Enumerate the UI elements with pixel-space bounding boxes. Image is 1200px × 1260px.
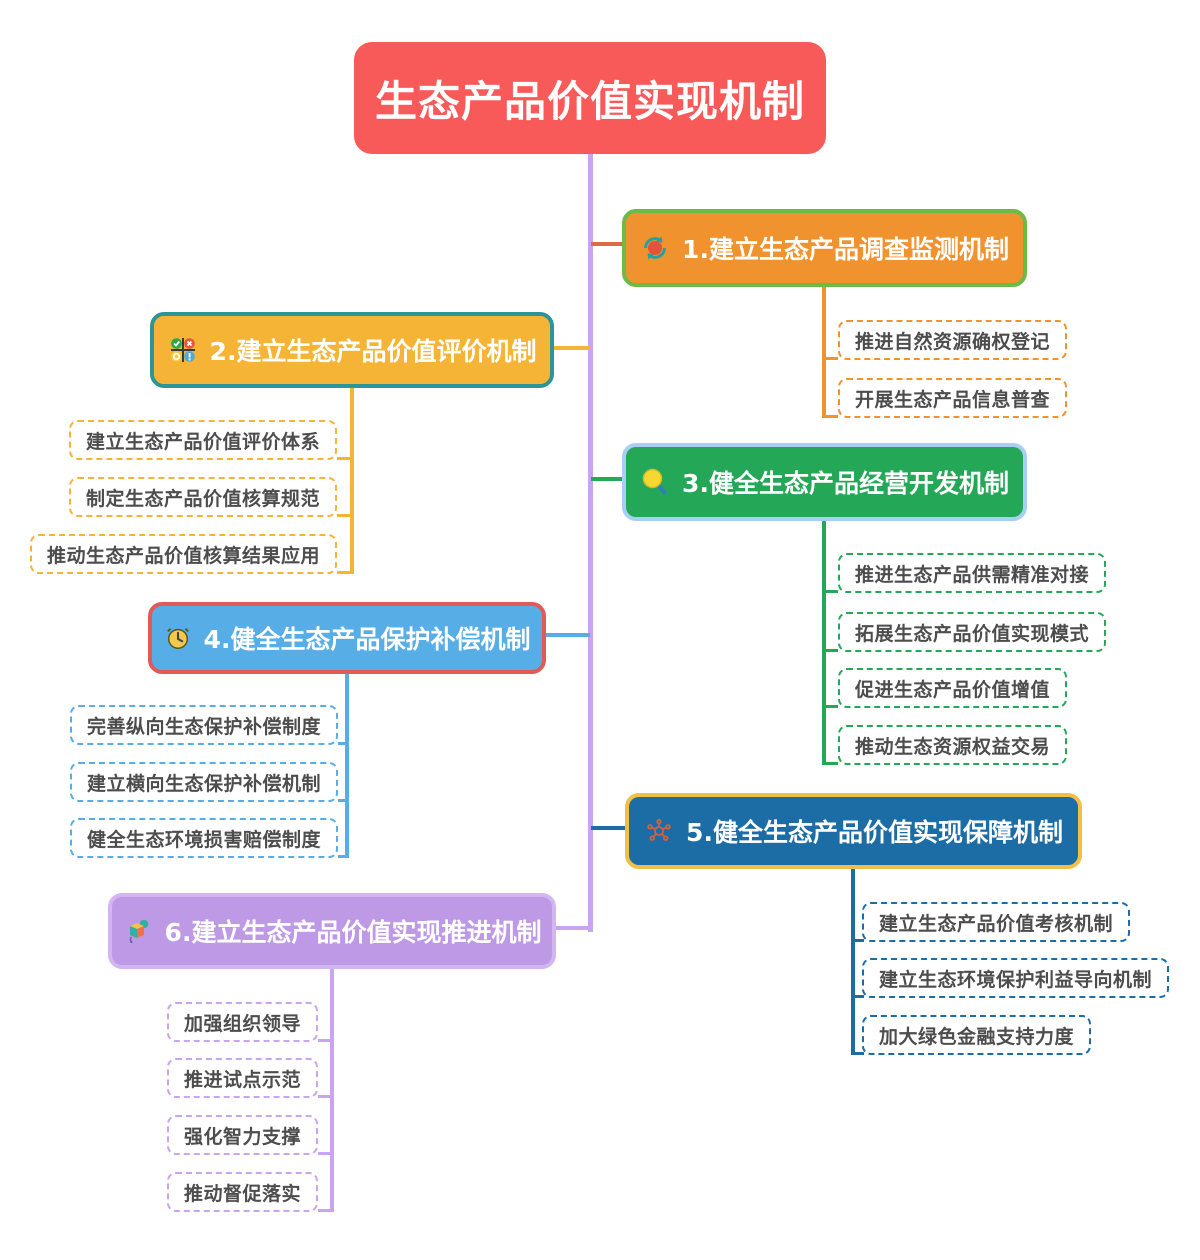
branch-node-2: 2.建立生态产品价值评价机制 <box>150 312 554 388</box>
root-topic-node: 生态产品价值实现机制 <box>354 42 826 154</box>
branch-node-1: 1.建立生态产品调查监测机制 <box>622 209 1027 287</box>
branch2-rail <box>350 387 354 574</box>
sub-connector <box>318 1039 332 1042</box>
sub-topic: 建立生态产品价值评价体系 <box>68 420 337 460</box>
sub-topic: 促进生态产品价值增值 <box>838 668 1068 708</box>
sub-connector <box>822 415 838 418</box>
branch2-connector <box>552 346 590 350</box>
branch3-connector <box>591 477 622 481</box>
sub-connector <box>822 762 838 765</box>
branch-title: 5.健全生态产品价值实现保障机制 <box>686 818 1063 847</box>
sub-connector <box>822 357 838 360</box>
sub-topic: 推进自然资源确权登记 <box>838 320 1068 360</box>
branch-title: 1.建立生态产品调查监测机制 <box>682 235 1009 264</box>
sub-topic: 推进生态产品供需精准对接 <box>838 553 1107 593</box>
quad-circles-icon <box>168 335 198 365</box>
sub-connector <box>822 705 838 708</box>
branch4-rail <box>345 673 349 858</box>
branch-node-4: 4.健全生态产品保护补偿机制 <box>148 602 546 674</box>
sub-topic: 强化智力支撑 <box>166 1115 318 1155</box>
sub-topic: 推动督促落实 <box>166 1172 318 1212</box>
sub-connector <box>318 1152 332 1155</box>
sub-connector <box>338 742 347 745</box>
root-topic-label: 生态产品价值实现机制 <box>374 76 805 126</box>
spine-line <box>588 154 593 932</box>
sub-topic: 健全生态环境损害赔偿制度 <box>69 818 338 858</box>
sub-connector <box>338 799 347 802</box>
sub-connector <box>822 649 838 652</box>
sub-topic: 建立横向生态保护补偿机制 <box>69 762 338 802</box>
sub-topic: 加强组织领导 <box>166 1002 318 1042</box>
branch5-rail <box>851 868 855 1055</box>
sub-topic: 建立生态产品价值考核机制 <box>862 902 1131 942</box>
sub-topic: 推动生态产品价值核算结果应用 <box>29 534 337 574</box>
magnifier-icon <box>640 467 670 497</box>
sub-connector <box>318 1095 332 1098</box>
refresh-cycle-icon <box>640 233 670 263</box>
sub-connector <box>851 995 864 998</box>
branch1-connector <box>591 242 622 246</box>
sub-topic: 推进试点示范 <box>166 1058 318 1098</box>
cube-icon <box>123 916 153 946</box>
sub-connector <box>318 1209 332 1212</box>
sub-topic: 制定生态产品价值核算规范 <box>68 477 337 517</box>
branch-title: 2.建立生态产品价值评价机制 <box>209 337 537 366</box>
branch-node-5: 5.健全生态产品价值实现保障机制 <box>625 793 1082 869</box>
sub-topic: 开展生态产品信息普查 <box>838 378 1068 418</box>
branch-title: 4.健全生态产品保护补偿机制 <box>203 625 531 654</box>
sub-topic: 建立生态环境保护利益导向机制 <box>862 958 1170 998</box>
clock-icon <box>164 624 192 652</box>
branch-node-3: 3.健全生态产品经营开发机制 <box>622 443 1027 521</box>
sub-topic: 完善纵向生态保护补偿制度 <box>69 705 338 745</box>
sub-connector <box>822 590 838 593</box>
branch1-rail <box>822 286 826 418</box>
sub-connector <box>337 457 352 460</box>
sub-connector <box>851 1052 864 1055</box>
branch-title: 3.健全生态产品经营开发机制 <box>682 469 1009 498</box>
branch5-connector <box>591 826 627 830</box>
branch6-rail <box>330 968 334 1212</box>
sub-topic: 推动生态资源权益交易 <box>838 725 1068 765</box>
sub-connector <box>337 514 352 517</box>
branch3-rail <box>822 520 826 765</box>
branch4-connector <box>544 633 590 637</box>
sub-topic: 拓展生态产品价值实现模式 <box>838 612 1107 652</box>
sub-connector <box>338 855 347 858</box>
sub-connector <box>851 939 864 942</box>
branch-node-6: 6.建立生态产品价值实现推进机制 <box>108 893 556 969</box>
branch6-connector <box>554 926 590 930</box>
branch-title: 6.建立生态产品价值实现推进机制 <box>164 918 542 947</box>
sub-connector <box>337 571 352 574</box>
network-icon <box>644 816 674 846</box>
sub-topic: 加大绿色金融支持力度 <box>862 1015 1092 1055</box>
